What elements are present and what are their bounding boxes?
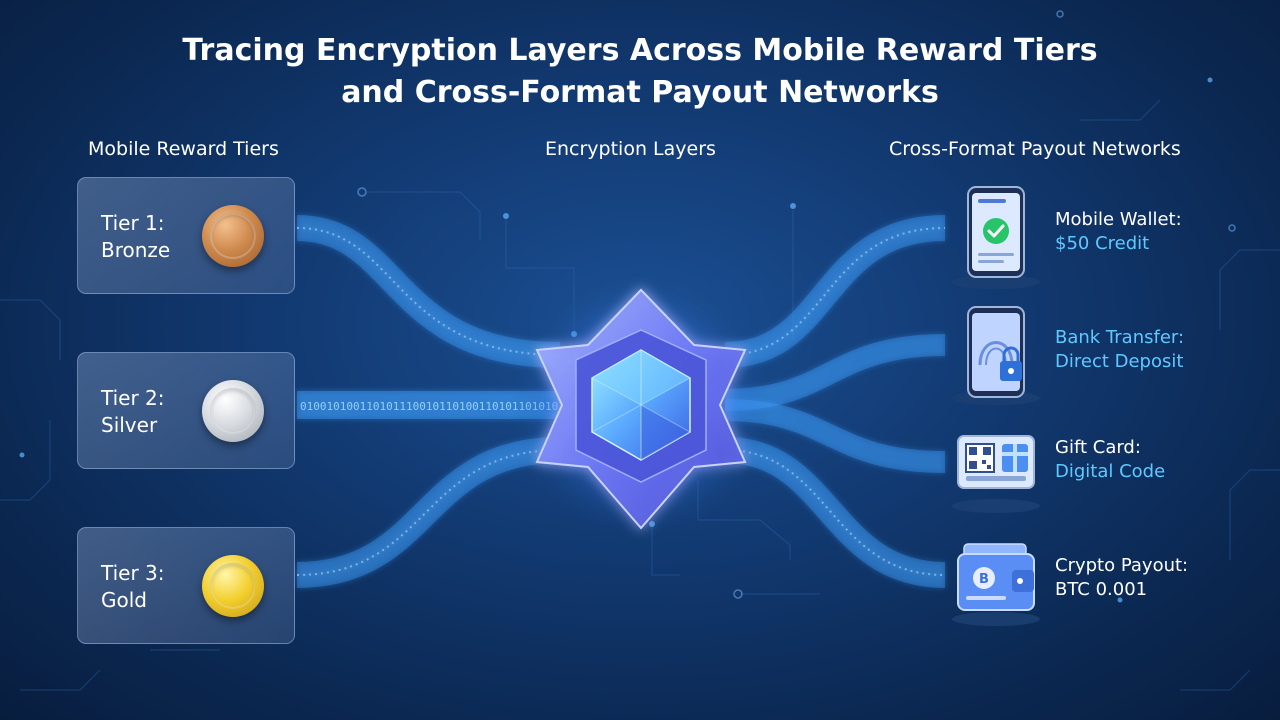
- tier-name: Bronze: [101, 238, 171, 262]
- page-title: Tracing Encryption Layers Across Mobile …: [0, 30, 1280, 114]
- tier-card-bronze: Tier 1: Bronze: [77, 177, 295, 294]
- payout-value: Direct Deposit: [1055, 351, 1184, 372]
- payout-type: Mobile Wallet:: [1055, 209, 1182, 230]
- tier-name: Gold: [101, 588, 147, 612]
- tier-card-gold: Tier 3: Gold: [77, 527, 295, 644]
- mobile-wallet-phone-icon: [966, 185, 1026, 283]
- payout-type: Gift Card:: [1055, 437, 1141, 458]
- payout-value: BTC 0.001: [1055, 579, 1148, 600]
- tier-label: Tier 1: Bronze: [101, 210, 170, 264]
- column-header-encryption: Encryption Layers: [545, 138, 716, 160]
- payout-gift-card: Gift Card: Digital Code: [1055, 436, 1165, 484]
- tier-card-silver: Tier 2: Silver: [77, 352, 295, 469]
- gift-card-qr-icon: [956, 434, 1036, 494]
- payout-mobile-wallet: Mobile Wallet: $50 Credit: [1055, 208, 1182, 256]
- payout-crypto: Crypto Payout: BTC 0.001: [1055, 554, 1188, 602]
- tier-label: Tier 2: Silver: [101, 385, 165, 439]
- crypto-wallet-icon: B: [956, 542, 1036, 616]
- binary-stream-text: 0100101001101011100101101001101011010101: [300, 400, 565, 413]
- payout-bank-transfer: Bank Transfer: Direct Deposit: [1055, 326, 1184, 374]
- title-line-2: and Cross-Format Payout Networks: [341, 75, 939, 110]
- payout-type: Bank Transfer:: [1055, 327, 1185, 348]
- payout-value: $50 Credit: [1055, 233, 1150, 254]
- gold-coin-icon: [202, 555, 264, 617]
- encryption-core-icon: [511, 275, 771, 535]
- tier-number: Tier 1:: [101, 211, 165, 235]
- column-header-payouts: Cross-Format Payout Networks: [889, 138, 1181, 160]
- tier-label: Tier 3: Gold: [101, 560, 165, 614]
- silver-coin-icon: [202, 380, 264, 442]
- title-line-1: Tracing Encryption Layers Across Mobile …: [182, 33, 1098, 68]
- svg-text:B: B: [979, 572, 989, 587]
- bronze-coin-icon: [202, 205, 264, 267]
- payout-type: Crypto Payout:: [1055, 555, 1189, 576]
- tier-name: Silver: [101, 413, 158, 437]
- bank-lock-phone-icon: [966, 305, 1026, 403]
- tier-number: Tier 3:: [101, 561, 165, 585]
- payout-value: Digital Code: [1055, 461, 1166, 482]
- tier-number: Tier 2:: [101, 386, 165, 410]
- column-header-tiers: Mobile Reward Tiers: [88, 138, 279, 160]
